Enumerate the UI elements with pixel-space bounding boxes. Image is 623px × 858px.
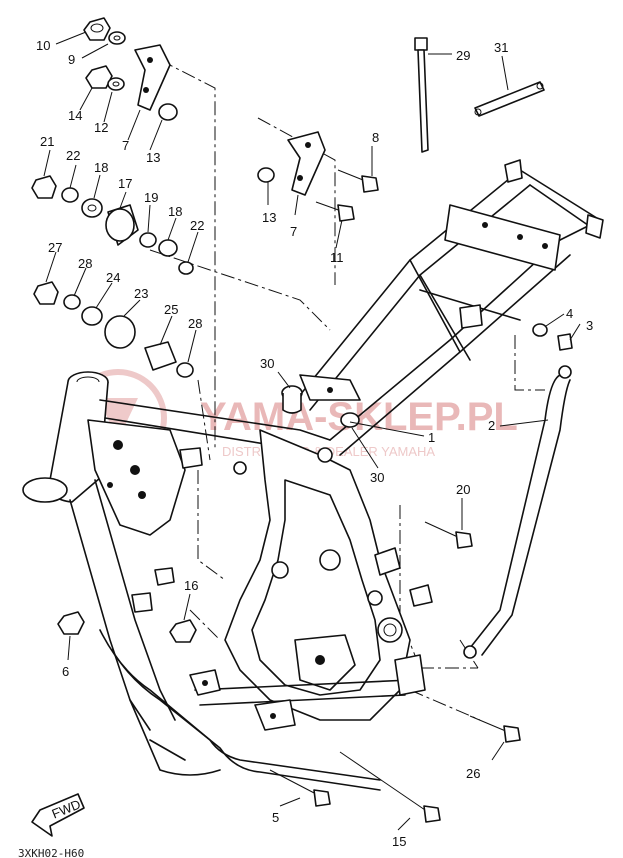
assembly-guide-lines: [149, 59, 545, 721]
callout-13b: 13: [262, 210, 276, 225]
callout-15: 15: [392, 834, 406, 849]
callout-12: 12: [94, 120, 108, 135]
callout-8: 8: [372, 130, 379, 145]
callout-29: 29: [456, 48, 470, 63]
callout-7: 7: [122, 138, 129, 153]
mounting-hardware-left: [31, 17, 197, 643]
callout-18: 18: [94, 160, 108, 175]
callout-18b: 18: [168, 204, 182, 219]
callout-2: 2: [488, 418, 495, 433]
callout-1: 1: [428, 430, 435, 445]
callout-5: 5: [272, 810, 279, 825]
callout-30b: 30: [370, 470, 384, 485]
callout-25: 25: [164, 302, 178, 317]
callout-4: 4: [566, 306, 573, 321]
callout-labels: 10 9 14 12 7 13 21 22 18 17 19 18 22 27 …: [36, 38, 593, 849]
callout-28: 28: [78, 256, 92, 271]
callout-27: 27: [48, 240, 62, 255]
callout-22b: 22: [190, 218, 204, 233]
callout-23: 23: [134, 286, 148, 301]
callout-28b: 28: [188, 316, 202, 331]
rear-subframe: [299, 159, 604, 456]
callout-3: 3: [586, 318, 593, 333]
callout-9: 9: [68, 52, 75, 67]
callout-19: 19: [144, 190, 158, 205]
forward-arrow: FWD: [31, 793, 85, 837]
callout-22: 22: [66, 148, 80, 163]
figure-code: 3XKH02-H60: [18, 847, 84, 858]
mounting-hardware-right: [257, 37, 573, 823]
fwd-arrow-icon: [31, 793, 85, 837]
callout-17: 17: [118, 176, 132, 191]
main-frame: [22, 371, 433, 791]
callout-21: 21: [40, 134, 54, 149]
callout-20: 20: [456, 482, 470, 497]
leader-lines: [43, 31, 581, 831]
callout-6: 6: [62, 664, 69, 679]
callout-30: 30: [260, 356, 274, 371]
callout-14: 14: [68, 108, 82, 123]
callout-24: 24: [106, 270, 120, 285]
callout-11: 11: [330, 250, 344, 265]
callout-7b: 7: [290, 224, 297, 239]
callout-26: 26: [466, 766, 480, 781]
callout-16: 16: [184, 578, 198, 593]
callout-10: 10: [36, 38, 50, 53]
callout-31: 31: [494, 40, 508, 55]
callout-13: 13: [146, 150, 160, 165]
